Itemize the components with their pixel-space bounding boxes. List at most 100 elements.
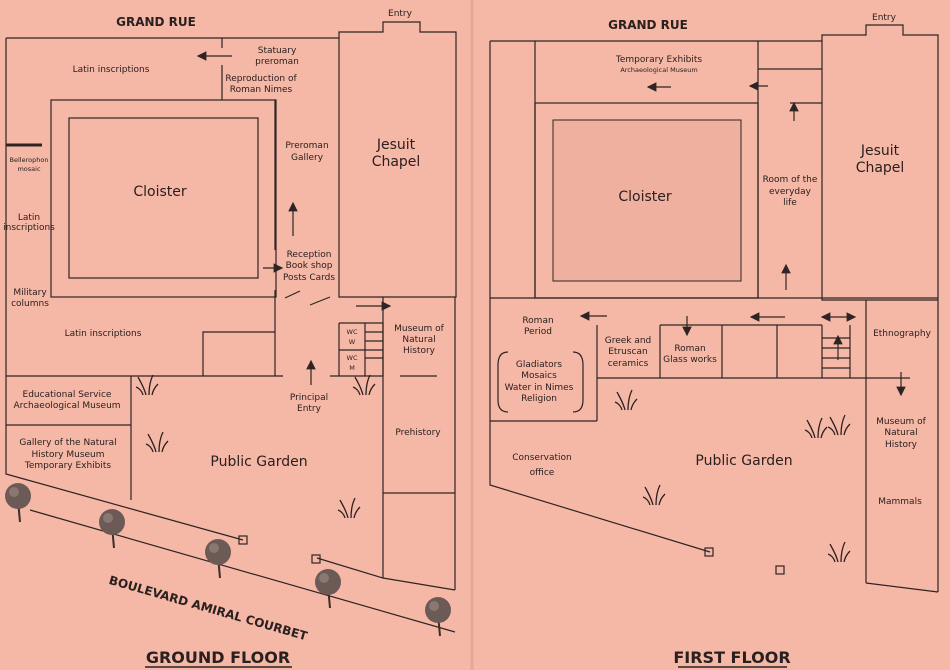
gf-outer-wall bbox=[5, 37, 339, 541]
room-label: History Museum bbox=[31, 450, 104, 460]
public-garden-label: Public Garden bbox=[695, 453, 792, 469]
wc-women-label: W bbox=[349, 338, 356, 346]
grass-icon bbox=[642, 484, 666, 506]
principal-entry-label: Entry bbox=[297, 404, 322, 414]
room-label: Latin inscriptions bbox=[65, 329, 142, 339]
room-label: Gallery of the Natural bbox=[19, 438, 116, 448]
room-label: Latin inscriptions bbox=[73, 65, 150, 75]
room-label: Greek and bbox=[605, 336, 652, 346]
gf-wall bbox=[6, 331, 283, 377]
room-label: History bbox=[885, 440, 918, 450]
gladiators-bracket bbox=[497, 351, 584, 413]
room-label: Archaeological Museum bbox=[13, 401, 120, 411]
tree-icon bbox=[314, 568, 342, 609]
entry-label: Entry bbox=[388, 9, 413, 19]
room-label: Period bbox=[524, 327, 552, 337]
room-label: everyday bbox=[769, 187, 812, 197]
room-label: Roman bbox=[674, 344, 705, 354]
gate-post bbox=[704, 547, 714, 557]
gf-cloister-outer bbox=[50, 99, 277, 298]
room-label: Mammals bbox=[878, 497, 922, 507]
grass-icon bbox=[135, 374, 159, 396]
cloister-label: Cloister bbox=[133, 184, 187, 200]
room-label: Mosaics bbox=[521, 371, 557, 381]
room-label: Preroman bbox=[285, 141, 328, 151]
gate-post bbox=[311, 554, 321, 564]
street-label-grand-rue: GRAND RUE bbox=[116, 15, 196, 29]
ground-floor-plan: GRAND RUE Entry Jesuit Chapel Cloister L… bbox=[3, 9, 457, 668]
ff-cloister-inner bbox=[552, 119, 742, 282]
room-label: Etruscan bbox=[608, 347, 647, 357]
room-label: History bbox=[403, 346, 436, 356]
wc-women-label: WC bbox=[347, 328, 358, 336]
ff-wall bbox=[757, 41, 822, 298]
room-label: Water in Nimes bbox=[505, 383, 574, 393]
room-label: Educational Service bbox=[23, 390, 112, 400]
wc-men-label: M bbox=[349, 364, 355, 372]
room-label: Bellerophon bbox=[10, 156, 49, 164]
boulevard-edge bbox=[29, 509, 456, 633]
room-label: Gallery bbox=[291, 153, 324, 163]
room-label: mosaic bbox=[17, 165, 40, 173]
gf-natural-history-wing bbox=[382, 297, 456, 590]
room-label: Museum of bbox=[394, 324, 445, 334]
grass-icon bbox=[352, 374, 376, 396]
tree-icon bbox=[98, 508, 126, 549]
gf-jesuit-chapel-outline bbox=[338, 21, 457, 298]
street-label-grand-rue: GRAND RUE bbox=[608, 18, 688, 32]
gf-cloister-inner bbox=[68, 117, 259, 279]
gate-post bbox=[775, 565, 785, 575]
ground-floor-title: GROUND FLOOR bbox=[146, 648, 290, 667]
room-label: Temporary Exhibits bbox=[615, 55, 703, 65]
principal-entry-label: Principal bbox=[290, 393, 328, 403]
jesuit-chapel-label: Chapel bbox=[856, 160, 905, 176]
room-label: Prehistory bbox=[395, 428, 441, 438]
grass-icon bbox=[804, 417, 828, 439]
room-label: Reproduction of bbox=[225, 74, 297, 84]
jesuit-chapel-label: Chapel bbox=[372, 154, 421, 170]
gf-door bbox=[284, 290, 331, 306]
room-label: Conservation bbox=[512, 453, 572, 463]
tree-icon bbox=[204, 538, 232, 579]
ff-outer-wall bbox=[489, 40, 822, 553]
grass-icon bbox=[337, 497, 361, 519]
room-label: columns bbox=[11, 299, 49, 309]
gf-service-rooms bbox=[6, 376, 132, 500]
public-garden-label: Public Garden bbox=[210, 454, 307, 470]
tree-icon bbox=[4, 482, 32, 523]
room-label: life bbox=[783, 198, 797, 208]
grass-icon bbox=[827, 541, 851, 563]
jesuit-chapel-label: Jesuit bbox=[376, 137, 416, 153]
first-floor-plan: GRAND RUE Entry Jesuit Chapel Cloister T… bbox=[489, 13, 939, 668]
ff-jesuit-chapel-outline bbox=[821, 24, 939, 301]
room-label: Religion bbox=[521, 394, 557, 404]
room-label: Natural bbox=[402, 335, 435, 345]
room-label: Museum of bbox=[876, 417, 927, 427]
cloister-label: Cloister bbox=[618, 189, 672, 205]
wc-men-label: WC bbox=[347, 354, 358, 362]
entry-label: Entry bbox=[872, 13, 897, 23]
room-label: Natural bbox=[884, 428, 917, 438]
room-label: Military bbox=[13, 288, 47, 298]
room-label: Roman Nimes bbox=[230, 85, 293, 95]
room-label: Glass works bbox=[663, 355, 717, 365]
ff-rooms bbox=[490, 297, 939, 593]
room-label: Latin bbox=[18, 213, 40, 223]
room-label: Gladiators bbox=[516, 360, 562, 370]
room-label: Statuary bbox=[258, 46, 297, 56]
room-label: Temporary Exhibits bbox=[24, 461, 112, 471]
room-label: Posts Cards bbox=[283, 273, 335, 283]
first-floor-title: FIRST FLOOR bbox=[673, 648, 790, 667]
room-label: Archaeological Museum bbox=[620, 66, 697, 74]
gate-post bbox=[238, 535, 248, 545]
room-label: preroman bbox=[255, 57, 299, 67]
room-label: inscriptions bbox=[3, 223, 55, 233]
room-label: Book shop bbox=[286, 261, 333, 271]
grass-icon bbox=[145, 431, 169, 453]
room-label: Room of the bbox=[763, 175, 818, 185]
room-label: office bbox=[530, 468, 555, 478]
room-label: Ethnography bbox=[873, 329, 931, 339]
ff-stairs bbox=[822, 337, 850, 369]
grass-icon bbox=[614, 389, 638, 411]
